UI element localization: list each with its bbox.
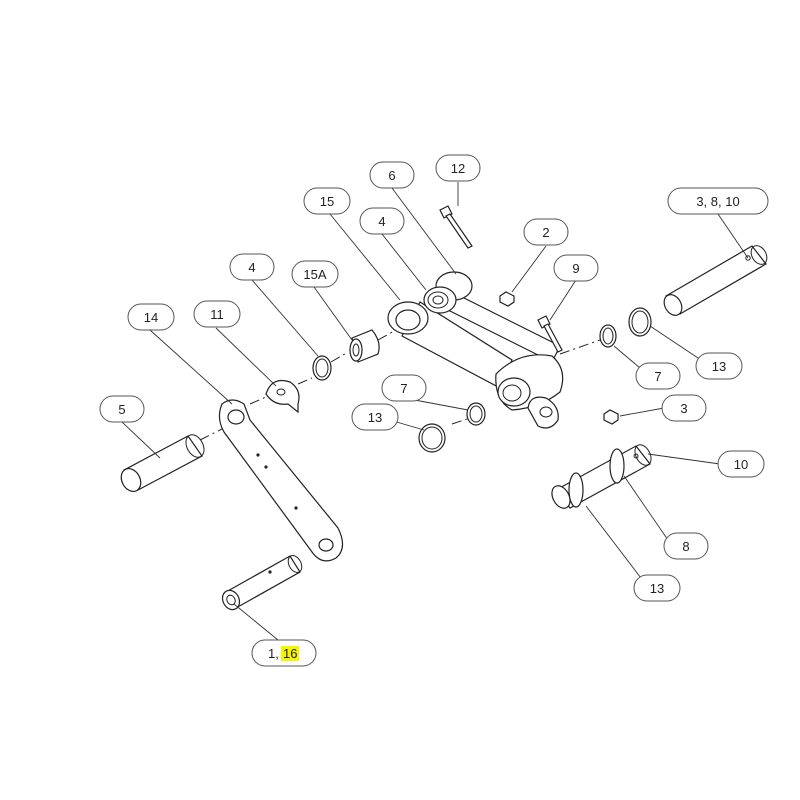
svg-text:2: 2 bbox=[542, 225, 549, 240]
bolt-part-12 bbox=[439, 205, 473, 249]
rocker-body-assembly bbox=[387, 271, 601, 429]
callout-6: 6 bbox=[369, 161, 415, 189]
svg-text:5: 5 bbox=[118, 402, 125, 417]
callout-8: 8 bbox=[663, 532, 709, 560]
ring-part-7-middle bbox=[451, 402, 486, 426]
callout-3-8-10: 3, 8, 10 bbox=[667, 187, 769, 215]
svg-text:12: 12 bbox=[451, 161, 465, 176]
bushing-pin-part-1-16 bbox=[221, 555, 303, 611]
callout-9: 9 bbox=[553, 254, 599, 282]
callout-1-16: 1, 16 bbox=[251, 639, 317, 667]
pin-part-5 bbox=[120, 425, 229, 493]
link-bar-part-14 bbox=[218, 399, 344, 562]
svg-text:3: 3 bbox=[680, 401, 687, 416]
nut-part-3 bbox=[603, 409, 619, 425]
svg-text:15A: 15A bbox=[303, 267, 326, 282]
svg-text:6: 6 bbox=[388, 168, 395, 183]
svg-text:13: 13 bbox=[368, 410, 382, 425]
callout-13-right: 13 bbox=[695, 352, 743, 380]
nut-part-2 bbox=[499, 291, 515, 307]
svg-text:15: 15 bbox=[320, 194, 334, 209]
callout-5: 5 bbox=[99, 395, 145, 423]
callout-12: 12 bbox=[435, 154, 481, 182]
bolt-part-9 bbox=[537, 315, 563, 353]
washer-plate-part-11 bbox=[249, 377, 313, 414]
callout-2: 2 bbox=[523, 218, 569, 246]
svg-text:9: 9 bbox=[572, 261, 579, 276]
svg-text:7: 7 bbox=[400, 381, 407, 396]
pin-assembly-part-10-8-13 bbox=[551, 444, 652, 509]
long-pin-part-3-8-10 bbox=[663, 245, 768, 316]
callout-13-middle: 13 bbox=[351, 403, 399, 431]
svg-text:7: 7 bbox=[654, 369, 661, 384]
ring-part-7-right bbox=[599, 324, 617, 348]
oring-part-13-right bbox=[628, 307, 652, 337]
svg-text:3, 8, 10: 3, 8, 10 bbox=[696, 194, 739, 209]
svg-text:10: 10 bbox=[734, 457, 748, 472]
callout-4-top: 4 bbox=[359, 207, 405, 235]
callout-13-bottom: 13 bbox=[633, 574, 681, 602]
callout-7-right: 7 bbox=[635, 362, 681, 390]
svg-text:8: 8 bbox=[682, 539, 689, 554]
svg-text:1,: 1, bbox=[268, 646, 279, 661]
callout-7-middle: 7 bbox=[381, 374, 427, 402]
svg-text:4: 4 bbox=[378, 214, 385, 229]
callout-15a: 15A bbox=[291, 260, 339, 288]
callout-14: 14 bbox=[127, 303, 175, 331]
svg-text:4: 4 bbox=[248, 260, 255, 275]
svg-text:13: 13 bbox=[650, 581, 664, 596]
ring-part-4-left bbox=[312, 351, 349, 381]
callout-15: 15 bbox=[303, 187, 351, 215]
oring-part-13-middle bbox=[418, 423, 446, 453]
callout-10: 10 bbox=[717, 450, 765, 478]
callout-4-left: 4 bbox=[229, 253, 275, 281]
svg-text:16: 16 bbox=[283, 646, 297, 661]
svg-text:13: 13 bbox=[712, 359, 726, 374]
callout-11: 11 bbox=[193, 300, 241, 328]
svg-text:14: 14 bbox=[144, 310, 158, 325]
highlight-mark bbox=[281, 646, 299, 661]
leader-lines bbox=[121, 182, 749, 641]
bearing-part-15a bbox=[349, 329, 397, 363]
callout-3: 3 bbox=[661, 394, 707, 422]
svg-text:11: 11 bbox=[210, 307, 224, 322]
